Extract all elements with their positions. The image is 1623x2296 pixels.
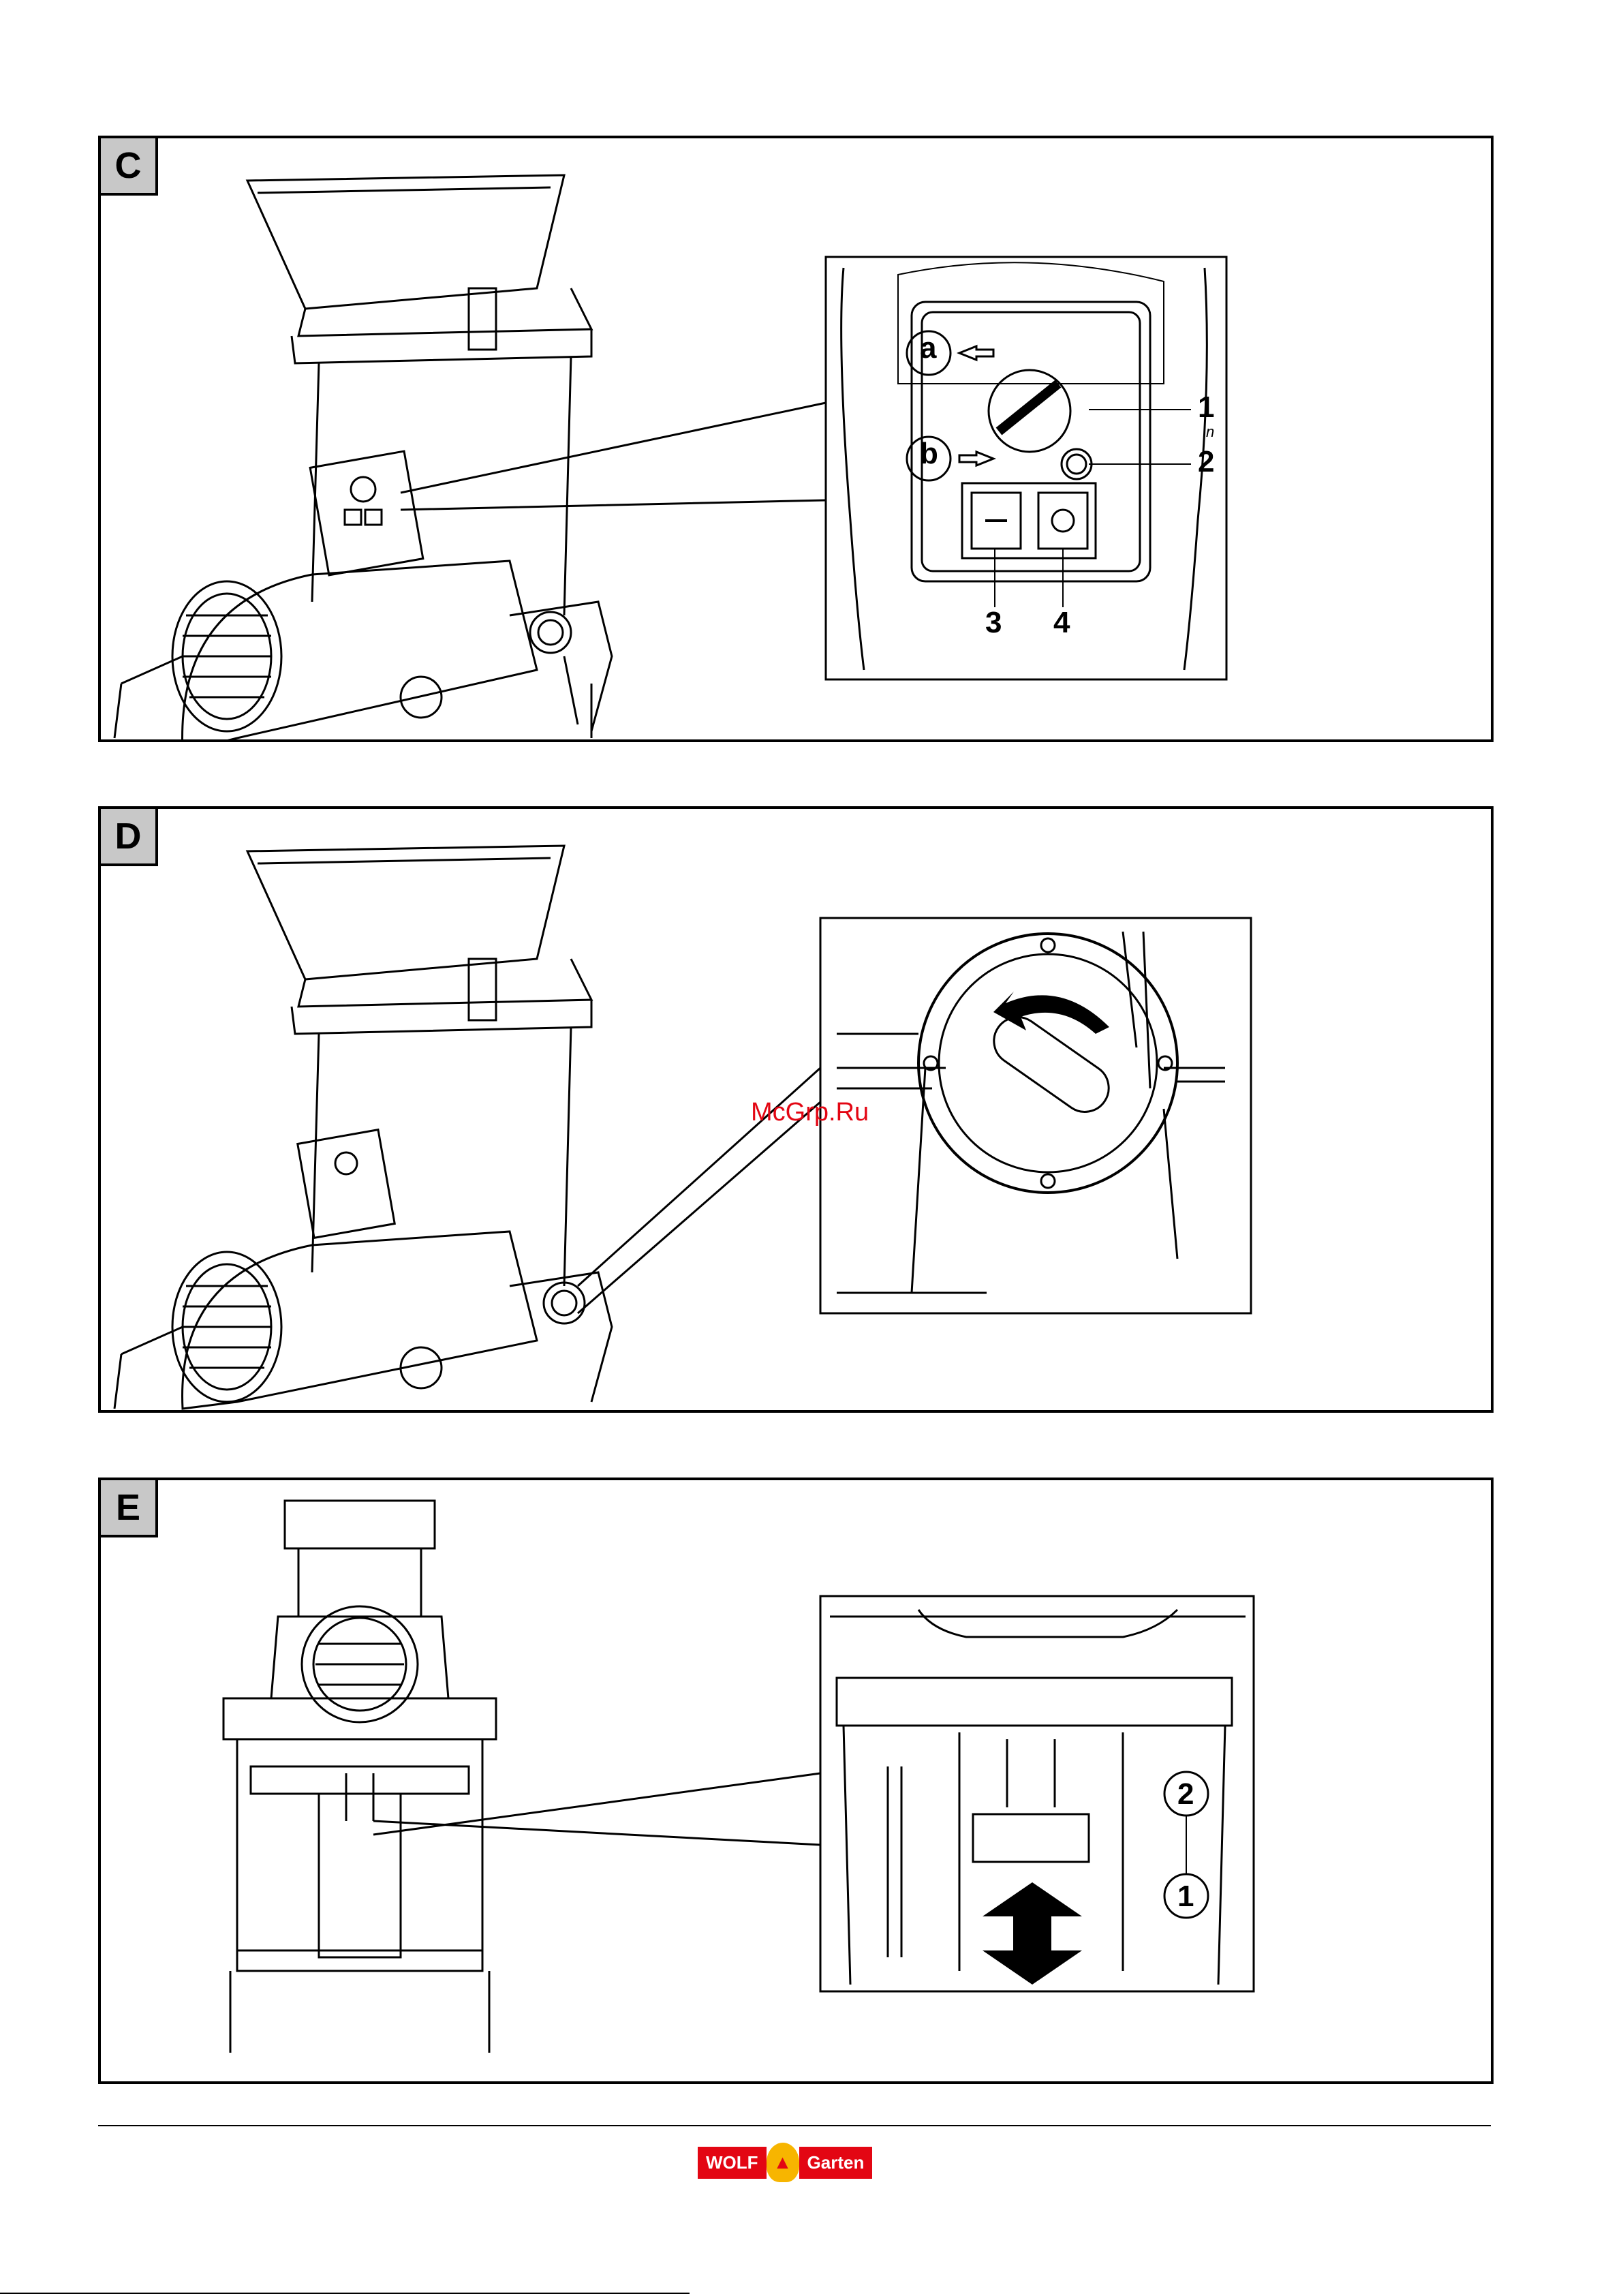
figure-panel-e: E (98, 1478, 1494, 2084)
callout-2: 2 (1198, 445, 1214, 479)
shredder-illustration-e (101, 1480, 1491, 2081)
callout-1: 1 (1198, 391, 1214, 425)
page-bottom-rule (0, 2293, 690, 2294)
fox-icon: ▲ (767, 2143, 799, 2182)
wolf-garten-logo: WOLF ▲ Garten (698, 2143, 872, 2182)
logo-text-left: WOLF (698, 2147, 767, 2179)
watermark: McGrp.Ru (751, 1098, 869, 1127)
callout-a: a (920, 331, 936, 365)
callout-e-1: 1 (1177, 1880, 1194, 1914)
footer-divider (98, 2125, 1491, 2126)
figure-panel-c: C (98, 136, 1494, 742)
callout-4: 4 (1053, 606, 1070, 640)
callout-e-2: 2 (1177, 1777, 1194, 1811)
callout-3: 3 (985, 606, 1002, 640)
small-mark: n (1206, 423, 1214, 441)
callout-b: b (920, 437, 938, 471)
shredder-illustration-c (101, 138, 1491, 739)
logo-text-right: Garten (799, 2147, 873, 2179)
